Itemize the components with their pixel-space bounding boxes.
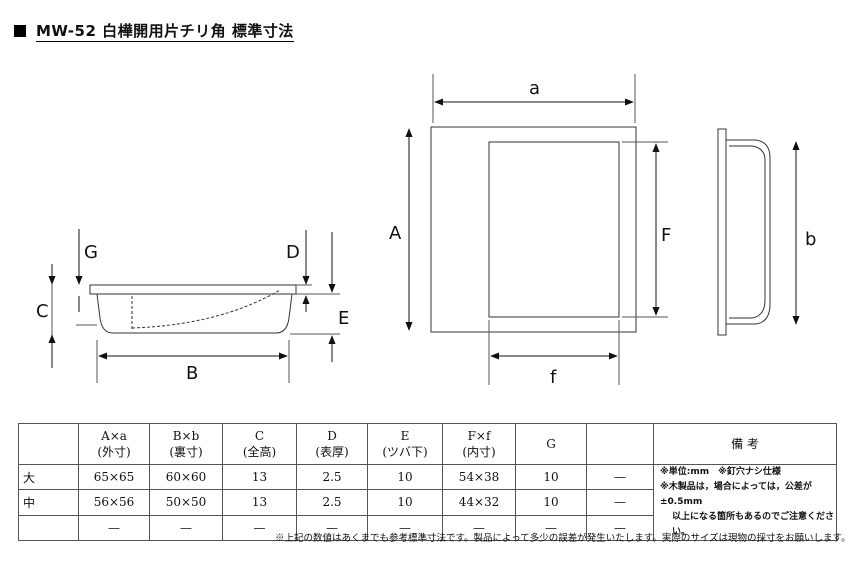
table-cell: — <box>515 514 587 542</box>
side-view-flange <box>89 284 297 295</box>
table-cell: 54×38 <box>442 463 516 491</box>
dim-E <box>290 232 340 362</box>
dim-B <box>96 340 290 383</box>
table-cell: — <box>296 514 368 542</box>
table-header-row: A×a(外寸) B×b(裏寸) C(全高) D(表厚) E(ツバ下) F×f(内… <box>18 423 837 465</box>
table-cell: 13 <box>222 463 297 491</box>
table-cell: 60×60 <box>149 463 223 491</box>
table-row: — — — — — — — — <box>18 514 837 542</box>
table-cell: — <box>442 514 516 542</box>
front-view-inner <box>488 141 620 318</box>
header-cell: C(全高) <box>222 423 297 465</box>
side-view-body <box>96 293 293 334</box>
label-C: C <box>36 301 49 322</box>
label-a: a <box>529 78 540 99</box>
label-A: A <box>389 223 402 244</box>
page-title: MW-52 白樺開用片チリ角 標準寸法 <box>14 20 294 42</box>
table-row: 大 65×65 60×60 13 2.5 10 54×38 10 — ※単位:m… <box>18 463 837 541</box>
table-cell: 2.5 <box>296 463 368 491</box>
row-label: 中 <box>18 489 79 516</box>
header-cell: D(表厚) <box>296 423 368 465</box>
title-text: MW-52 白樺開用片チリ角 標準寸法 <box>36 22 294 42</box>
table-cell: — <box>78 514 150 542</box>
label-E: E <box>338 308 349 329</box>
note-line: 以上になる箇所もあるのでご注意ください。 <box>672 512 835 537</box>
table-cell: 10 <box>367 463 443 491</box>
row-label <box>18 514 79 542</box>
front-view-outer <box>430 126 637 333</box>
note-line: ※単位:mm ※釘穴ナシ仕様 <box>660 467 781 477</box>
dim-a <box>432 74 636 123</box>
dim-D <box>296 230 312 312</box>
note-line: ※木製品は，場合によっては，公差が±0.5mm <box>660 482 812 507</box>
table-cell: 13 <box>222 489 297 516</box>
table-cell: 2.5 <box>296 489 368 516</box>
side-view <box>89 284 297 334</box>
header-cell <box>586 423 654 465</box>
table-cell: 56×56 <box>78 489 150 516</box>
dim-G <box>75 229 97 326</box>
table-cell: 50×50 <box>149 489 223 516</box>
dim-f <box>488 320 620 385</box>
row-label: 大 <box>18 463 79 491</box>
front-view <box>430 126 637 333</box>
table-cell: 10 <box>515 489 587 516</box>
header-cell: A×a(外寸) <box>78 423 150 465</box>
footnote: ※上記の数値はあくまでも参考標準寸法です。製品によって多少の誤差が発生いたします… <box>275 533 850 544</box>
header-cell: F×f(内寸) <box>442 423 516 465</box>
table-cell: 65×65 <box>78 463 150 491</box>
header-cell: G <box>515 423 587 465</box>
table-corner-cell <box>18 423 79 465</box>
notes-cell: ※単位:mm ※釘穴ナシ仕様 ※木製品は，場合によっては，公差が±0.5mm 以… <box>653 464 837 541</box>
side-view-hidden-curve <box>131 289 281 329</box>
profile-view <box>717 128 771 336</box>
profile-view-body <box>726 139 771 325</box>
label-f: f <box>550 367 557 388</box>
dim-F <box>622 141 668 318</box>
table-cell: 10 <box>515 463 587 491</box>
header-cell: E(ツバ下) <box>367 423 443 465</box>
table-cell: — <box>586 514 654 542</box>
label-G: G <box>84 242 98 263</box>
table-cell: — <box>149 514 223 542</box>
label-F: F <box>661 225 671 246</box>
profile-view-flange <box>717 128 727 336</box>
dimension-table: A×a(外寸) B×b(裏寸) C(全高) D(表厚) E(ツバ下) F×f(内… <box>18 423 837 542</box>
label-D: D <box>286 242 300 263</box>
table-cell: — <box>367 514 443 542</box>
table-cell: — <box>586 463 654 491</box>
bullet-square-icon <box>14 25 26 37</box>
table-cell: 10 <box>367 489 443 516</box>
table-cell: 44×32 <box>442 489 516 516</box>
label-B: B <box>186 363 198 384</box>
table-cell: — <box>222 514 297 542</box>
profile-view-inner-line <box>729 145 766 319</box>
notes-header: 備 考 <box>653 423 837 465</box>
label-b: b <box>805 229 816 250</box>
table-cell: — <box>586 489 654 516</box>
dimension-drawing: G C D E B a A <box>36 74 816 388</box>
header-cell: B×b(裏寸) <box>149 423 223 465</box>
